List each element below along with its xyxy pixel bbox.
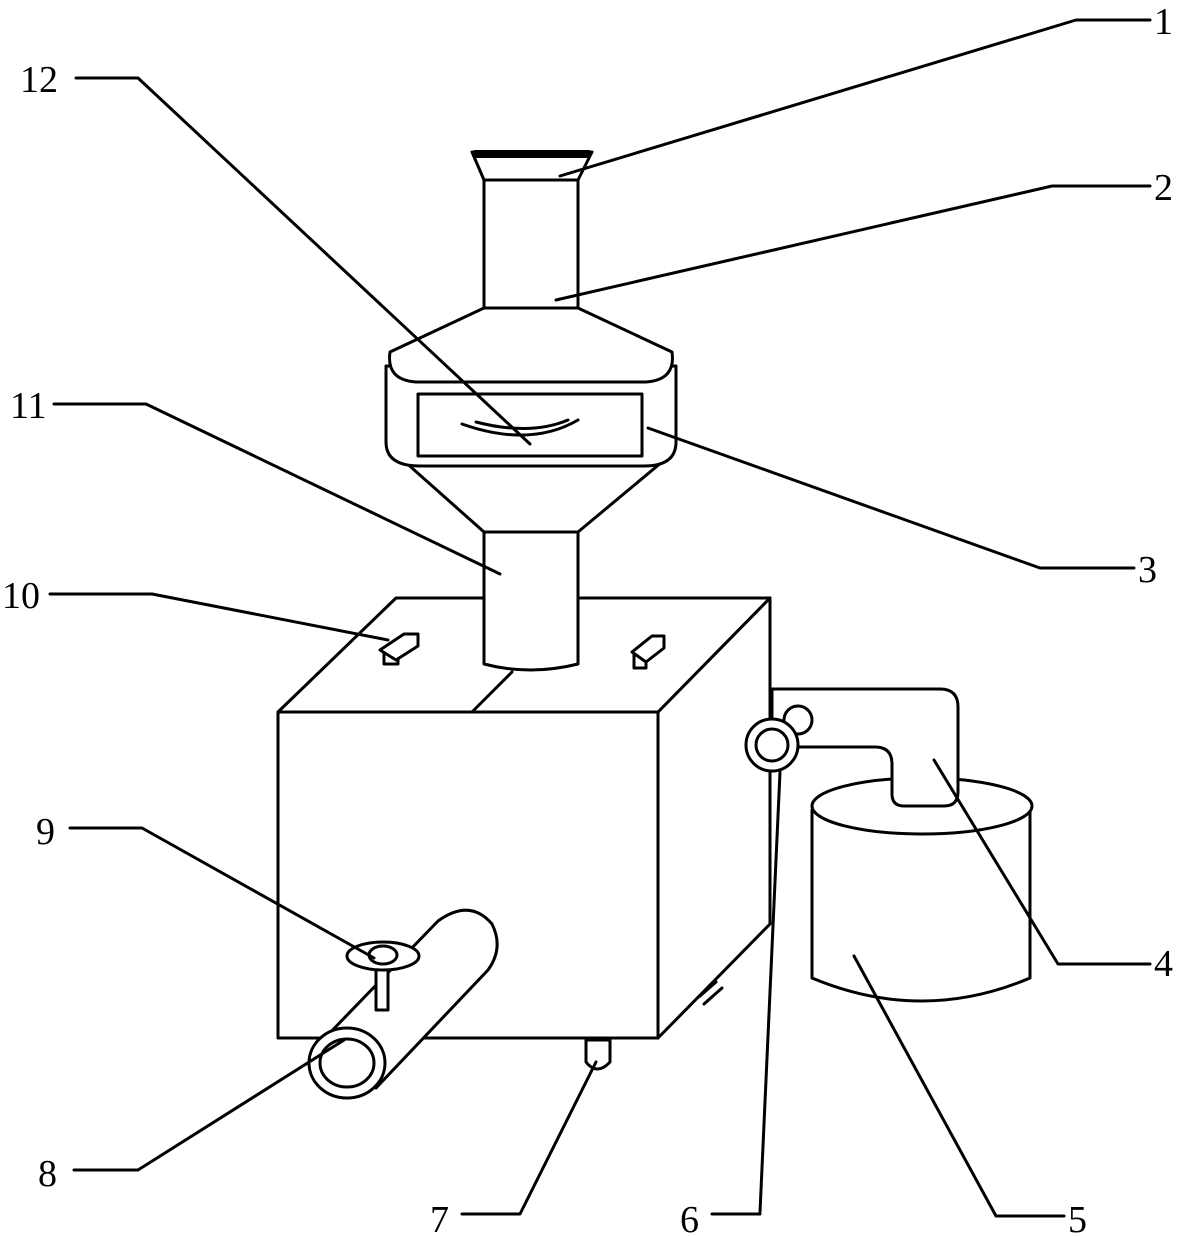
leader-4: [932, 758, 1152, 966]
label-10: 10: [2, 575, 40, 617]
label-11: 11: [10, 385, 47, 427]
hopper-body: [384, 364, 678, 468]
pump-valve: [744, 704, 814, 1214]
label-7: 7: [430, 1199, 449, 1236]
label-12: 12: [20, 59, 58, 101]
label-8: 8: [38, 1153, 57, 1195]
label-6: 6: [680, 1199, 699, 1236]
leader-1: [558, 18, 1152, 178]
hand-valve: [345, 940, 421, 1012]
outlet-pipe: [307, 908, 499, 1100]
leader-3: [646, 426, 1136, 570]
label-5: 5: [1068, 1199, 1087, 1236]
hopper-upper-cone: [388, 306, 674, 384]
leader-12: [74, 76, 532, 446]
label-9: 9: [36, 811, 55, 853]
down-pipe: [482, 530, 580, 672]
leader-11: [52, 402, 502, 576]
label-1: 1: [1154, 1, 1173, 43]
leader-10: [48, 592, 390, 642]
leader-9: [68, 826, 376, 960]
feed-cap: [470, 150, 594, 182]
leader-7: [460, 1060, 598, 1216]
drain-valve: [584, 1038, 612, 1071]
label-2: 2: [1154, 167, 1173, 209]
label-4: 4: [1154, 943, 1173, 985]
leader-2: [554, 184, 1152, 302]
leader-8: [72, 1038, 346, 1172]
leader-lines: [48, 18, 1152, 1218]
storage-tank: [810, 776, 1034, 1003]
label-3: 3: [1138, 549, 1157, 591]
feed-tube: [482, 178, 580, 310]
leader-5: [852, 954, 1066, 1218]
lid-handles: [378, 632, 666, 670]
